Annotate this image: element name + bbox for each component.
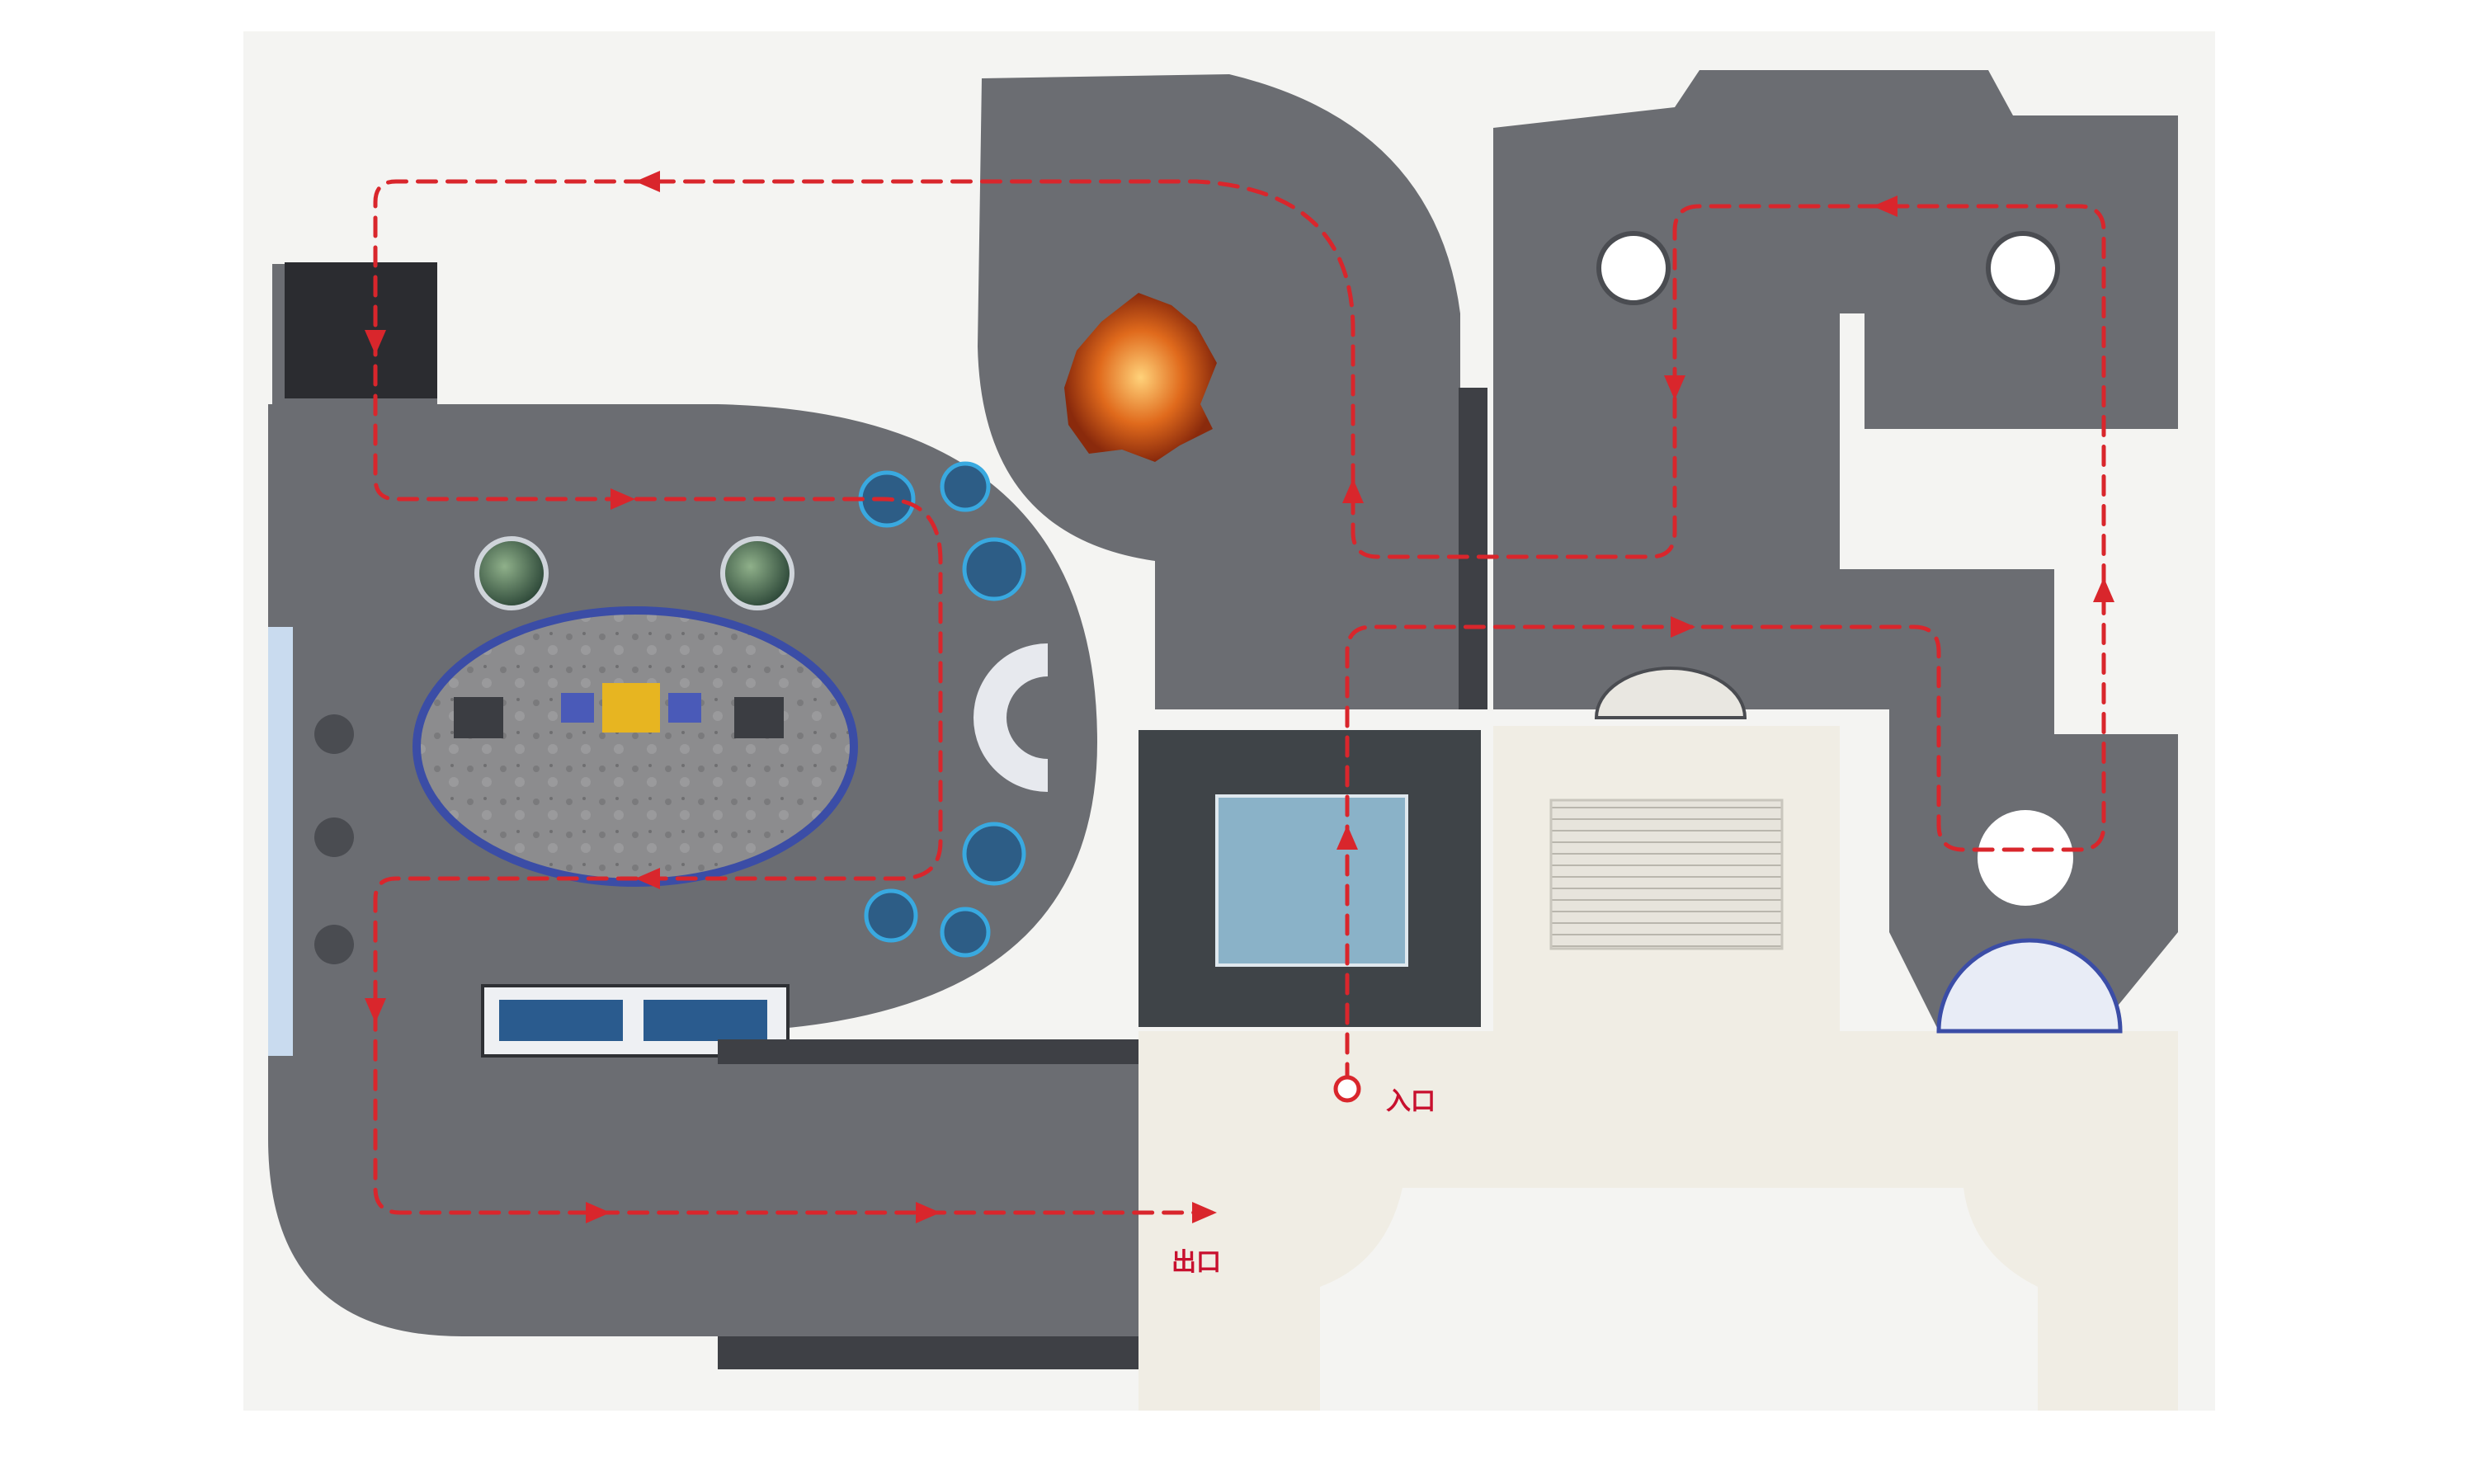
exit-label: 出口 <box>1172 1248 1221 1277</box>
route-arrow-8 <box>365 330 386 355</box>
wall-niche-1 <box>314 714 354 754</box>
pod-cluster-top <box>858 461 1026 601</box>
wall-niche-2 <box>314 817 354 857</box>
east-half-dome <box>1936 938 2123 1034</box>
counter-screen-1 <box>499 1000 623 1041</box>
lobby-area <box>1138 1031 2178 1411</box>
entrance-label: 入口 <box>1386 1087 1436 1116</box>
solar-panel-left <box>561 693 594 723</box>
half-ring-kiosk <box>974 643 1048 792</box>
route-arrow-12 <box>586 1202 610 1223</box>
east-gallery-floor <box>1493 70 2178 1031</box>
east-round-pillar-1 <box>1596 231 1671 305</box>
route-arrow-10 <box>635 868 660 889</box>
route-arrow-7 <box>635 171 660 192</box>
route-arrow-3 <box>2093 577 2114 602</box>
globe-left <box>474 536 549 610</box>
exit-corridor-wall-top <box>718 1039 1138 1064</box>
planet-gallery-wall <box>1459 388 1487 709</box>
east-round-void <box>1978 810 2073 906</box>
route-arrow-4 <box>1873 196 1898 217</box>
route-arrow-14 <box>1192 1202 1217 1223</box>
globe-right <box>720 536 794 610</box>
pod-cluster-bottom <box>864 822 1026 958</box>
route-arrow-2 <box>1671 616 1695 638</box>
solar-panel-right <box>668 693 701 723</box>
entry-stairs-dark <box>285 262 437 398</box>
west-wall-panel <box>268 627 293 1056</box>
route-arrow-5 <box>1664 375 1685 400</box>
route-arrow-6 <box>1342 478 1364 503</box>
planet-exhibit <box>1064 293 1217 462</box>
route-arrow-13 <box>916 1202 940 1223</box>
visitor-route <box>373 179 2106 1215</box>
east-gallery-cutout <box>1840 313 1864 569</box>
stair-hall-arch <box>1594 667 1747 719</box>
entrance-screen <box>1215 794 1408 967</box>
wall-niche-3 <box>314 925 354 964</box>
east-round-pillar-2 <box>1986 231 2060 305</box>
entrance-marker <box>1333 1075 1361 1103</box>
display-block-right <box>734 697 784 738</box>
route-arrow-11 <box>365 998 386 1023</box>
planet-gallery-floor <box>978 74 1460 709</box>
route-arrow-1 <box>1336 825 1358 850</box>
exit-corridor-wall-bottom <box>718 1336 1138 1369</box>
lander-model <box>602 683 660 733</box>
route-arrow-9 <box>610 488 635 510</box>
display-block-left <box>454 697 503 738</box>
grand-stairs <box>1549 799 1784 950</box>
counter-screen-2 <box>644 1000 767 1041</box>
lunar-surface-oval <box>412 606 858 887</box>
